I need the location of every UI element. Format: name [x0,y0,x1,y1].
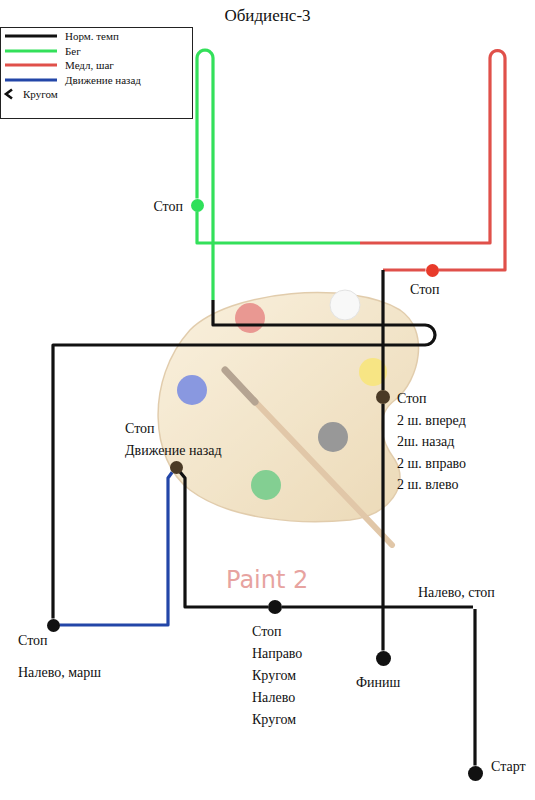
point-instruction: 2 ш. вправо [397,453,466,475]
point-instruction: Движение назад [125,440,222,462]
point-instruction: Направо [252,643,302,665]
point-label-group: Стоп [153,197,183,217]
legend-swatch [1,59,61,71]
point-instruction: Кругом [252,709,302,731]
course-point: СтопНалево, марш [47,619,60,632]
point-instruction: 2 ш. вперед [397,410,466,432]
legend-row: Бег [1,44,192,59]
legend-box: Норм. темпБегМедл, шагДвижение назадКруг… [0,27,193,119]
course-point: Старт [468,766,483,781]
legend-line [5,49,57,52]
point-label-group: Налево, стоп [418,583,495,603]
course-path [60,472,173,625]
course-path [197,51,505,271]
legend-text: Норм. темп [65,30,119,42]
course-point: Налево, стоп [473,605,477,609]
turn-symbol [1,88,21,100]
legend-text: Кругом [23,88,58,100]
legend-swatch [1,30,61,42]
point-instruction: Налево, стоп [418,583,495,603]
path-segment [197,212,360,244]
path-segment [53,300,435,619]
path-segment [197,50,213,300]
course-point: СтопДвижение назад [170,461,183,474]
point-label-group: СтопДвижение назад [125,418,222,462]
point-instruction: 2 ш. влево [397,474,466,496]
point-instruction: Старт [491,757,526,777]
point-instruction: Налево [252,687,302,709]
path-segment [383,268,426,271]
point-instruction: Налево, марш [18,657,101,689]
palette-watermark [158,290,418,545]
legend-swatch [1,45,61,57]
point-instruction: Кругом [252,665,302,687]
point-instruction: Стоп [18,625,101,657]
point-instruction: Стоп [252,621,302,643]
course-path [282,607,473,608]
path-segment [60,472,173,625]
path-segment [381,404,384,651]
path-segment [381,270,384,390]
course-path [475,609,476,766]
point-label-group: СтопНалево, марш [18,625,101,689]
legend-text: Медл, шаг [65,59,114,71]
course-path [383,404,384,651]
point-label-group: Старт [491,757,526,777]
path-segment [282,605,473,608]
legend-swatch [1,74,61,86]
path-segment [360,51,505,271]
course-path [53,50,435,619]
point-instruction: Стоп [397,388,466,410]
point-instruction: 2ш. назад [397,431,466,453]
legend-row: Кругом [1,87,192,102]
legend-text: Движение назад [65,74,141,86]
point-instruction: Стоп [410,280,440,300]
course-point: Стоп [191,199,204,212]
legend-line [5,64,57,67]
point-instruction: Стоп [153,197,183,217]
point-label-group: Финиш [356,673,400,693]
diagram-title: Обидиенс-3 [0,6,535,26]
legend-row: Норм. темп [1,29,192,44]
legend-text: Бег [65,45,81,57]
course-point: Стоп2 ш. вперед2ш. назад2 ш. вправо2 ш. … [376,390,390,404]
turn-chevron [6,90,12,99]
course-point: СтопНаправоКругомНалевоКругом [268,600,282,614]
legend-line [5,35,57,38]
course-point: Финиш [376,651,391,666]
legend-row: Движение назад [1,73,192,88]
course-point: Стоп [426,264,439,277]
watermark-label: Paint 2 [226,566,308,594]
point-instruction: Стоп [125,418,222,440]
point-label-group: Стоп2 ш. вперед2ш. назад2 ш. вправо2 ш. … [397,388,466,496]
legend-line [5,78,57,81]
point-instruction: Финиш [356,673,400,693]
point-label-group: Стоп [410,280,440,300]
legend-row: Медл, шаг [1,58,192,73]
point-label-group: СтопНаправоКругомНалевоКругом [252,621,302,731]
path-segment [473,609,476,766]
